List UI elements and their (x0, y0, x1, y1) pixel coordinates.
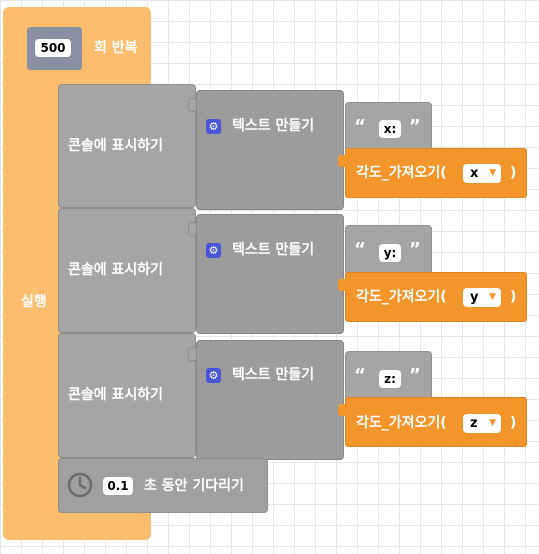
print-console-block[interactable] (58, 333, 196, 458)
axis-dropdown-value: y (470, 290, 479, 305)
input-notch (188, 98, 199, 112)
make-text-label: 텍스트 만들기 (232, 242, 315, 258)
get-angle-label: 각도_가져오기( (356, 165, 447, 181)
open-quote: “ (354, 365, 366, 386)
text-literal-input[interactable]: y: (379, 244, 401, 262)
axis-dropdown[interactable]: y ▼ (463, 288, 501, 307)
wait-label: 초 동안 기다리기 (144, 478, 244, 494)
dropdown-arrow-icon: ▼ (489, 168, 496, 178)
axis-dropdown-value: x (470, 166, 479, 181)
text-literal-input[interactable]: x: (379, 120, 401, 138)
print-console-block[interactable] (58, 208, 196, 333)
make-text-label: 텍스트 만들기 (232, 118, 315, 134)
make-text-block[interactable] (196, 214, 344, 334)
repeat-label: 회 반복 (94, 40, 138, 56)
open-quote: “ (354, 239, 366, 260)
get-angle-label: 각도_가져오기( (356, 289, 447, 305)
close-quote: ” (409, 116, 421, 137)
input-notch (188, 347, 199, 361)
input-notch (338, 279, 346, 291)
make-text-block[interactable] (196, 340, 344, 460)
repeat-count-input[interactable]: 500 (35, 39, 71, 57)
axis-dropdown[interactable]: x ▼ (463, 164, 501, 183)
print-console-label: 콘솔에 표시하기 (68, 262, 164, 278)
wait-block[interactable] (58, 458, 268, 513)
close-quote: ” (409, 239, 421, 260)
gear-icon[interactable]: ⚙ (206, 243, 221, 258)
get-angle-label: 각도_가져오기( (356, 415, 447, 431)
input-notch (338, 404, 346, 416)
make-text-block[interactable] (196, 90, 344, 210)
close-paren: ) (510, 165, 517, 181)
print-console-label: 콘솔에 표시하기 (68, 138, 164, 154)
repeat-body-label: 실행 (21, 294, 47, 310)
wait-seconds-input[interactable]: 0.1 (103, 477, 133, 495)
open-quote: “ (354, 116, 366, 137)
make-text-label: 텍스트 만들기 (232, 367, 315, 383)
print-console-label: 콘솔에 표시하기 (68, 387, 164, 403)
gear-icon[interactable]: ⚙ (206, 119, 221, 134)
input-notch (338, 155, 346, 167)
text-literal-input[interactable]: z: (379, 370, 401, 388)
close-quote: ” (409, 365, 421, 386)
clock-icon (67, 472, 93, 498)
dropdown-arrow-icon: ▼ (489, 292, 496, 302)
dropdown-arrow-icon: ▼ (489, 418, 496, 428)
gear-icon[interactable]: ⚙ (206, 368, 221, 383)
axis-dropdown[interactable]: z ▼ (463, 414, 501, 433)
axis-dropdown-value: z (470, 416, 478, 431)
close-paren: ) (510, 415, 517, 431)
print-console-block[interactable] (58, 84, 196, 208)
input-notch (188, 222, 199, 236)
close-paren: ) (510, 289, 517, 305)
